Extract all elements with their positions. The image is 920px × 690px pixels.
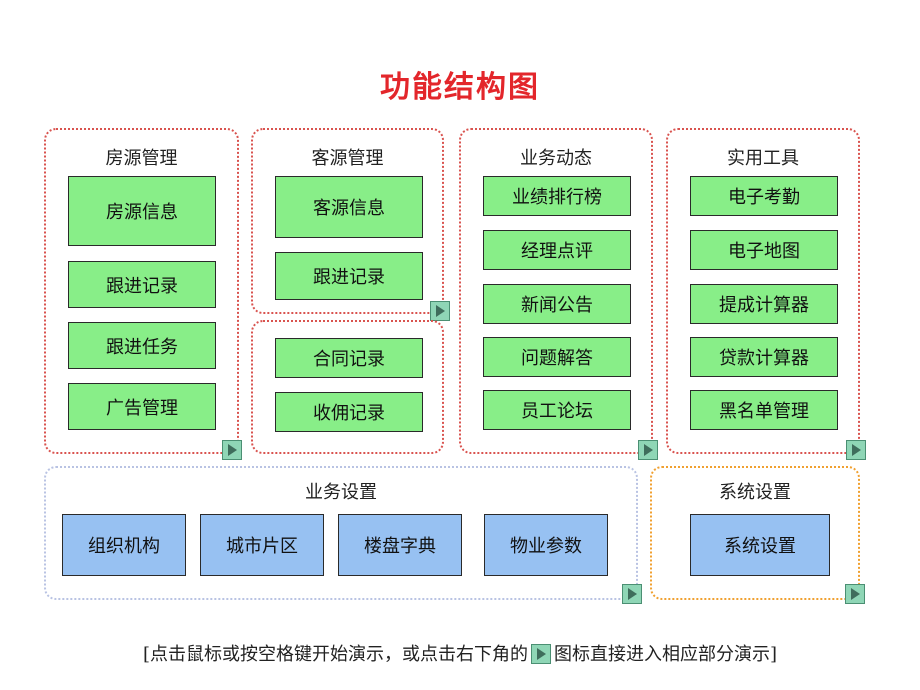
panel-fangyuan: 房源管理 房源信息 跟进记录 跟进任务 广告管理 [44, 128, 239, 454]
box-loan-calculator[interactable]: 贷款计算器 [690, 337, 838, 377]
panel-yewudongtai: 业务动态 业绩排行榜 经理点评 新闻公告 问题解答 员工论坛 [459, 128, 653, 454]
box-e-map[interactable]: 电子地图 [690, 230, 838, 270]
box-fangyuan-followup-task[interactable]: 跟进任务 [68, 322, 216, 369]
box-keyuan-followup-record[interactable]: 跟进记录 [275, 252, 423, 300]
box-blacklist[interactable]: 黑名单管理 [690, 390, 838, 430]
box-commission-record[interactable]: 收佣记录 [275, 392, 423, 432]
box-fangyuan-info[interactable]: 房源信息 [68, 176, 216, 246]
page-title: 功能结构图 [380, 70, 540, 105]
panel-xitongshezhi-title: 系统设置 [719, 482, 791, 503]
box-organization[interactable]: 组织机构 [62, 514, 186, 576]
play-arrow-icon-shiyong[interactable] [846, 440, 866, 460]
box-staff-forum[interactable]: 员工论坛 [483, 390, 631, 430]
box-city-district[interactable]: 城市片区 [200, 514, 324, 576]
box-system-settings[interactable]: 系统设置 [690, 514, 830, 576]
panel-yewudongtai-title: 业务动态 [520, 148, 592, 169]
box-manager-review[interactable]: 经理点评 [483, 230, 631, 270]
play-arrow-icon-yewudongtai[interactable] [638, 440, 658, 460]
play-arrow-icon-keyuan[interactable] [430, 301, 450, 321]
panel-shiyong: 实用工具 电子考勤 电子地图 提成计算器 贷款计算器 黑名单管理 [666, 128, 860, 454]
panel-hetong: 合同记录 收佣记录 [251, 320, 444, 454]
panel-yewushezhi-title: 业务设置 [305, 482, 377, 503]
box-commission-calculator[interactable]: 提成计算器 [690, 284, 838, 324]
instruction-text: [点击鼠标或按空格键开始演示，或点击右下角的 图标直接进入相应部分演示] [0, 640, 920, 666]
box-fangyuan-ad-management[interactable]: 广告管理 [68, 383, 216, 430]
box-keyuan-info[interactable]: 客源信息 [275, 176, 423, 238]
panel-xitongshezhi: 系统设置 系统设置 [650, 466, 860, 600]
box-building-dictionary[interactable]: 楼盘字典 [338, 514, 462, 576]
panel-yewushezhi: 业务设置 组织机构 城市片区 楼盘字典 物业参数 [44, 466, 638, 600]
instruction-part1: [点击鼠标或按空格键开始演示，或点击右下角的 [142, 644, 528, 665]
box-news[interactable]: 新闻公告 [483, 284, 631, 324]
box-attendance[interactable]: 电子考勤 [690, 176, 838, 216]
panel-keyuan-title: 客源管理 [311, 148, 384, 169]
box-performance-ranking[interactable]: 业绩排行榜 [483, 176, 631, 216]
box-contract-record[interactable]: 合同记录 [275, 338, 423, 378]
panel-shiyong-title: 实用工具 [727, 148, 799, 169]
box-faq[interactable]: 问题解答 [483, 337, 631, 377]
panel-keyuan: 客源管理 客源信息 跟进记录 [251, 128, 444, 314]
play-arrow-icon-yewushezhi[interactable] [622, 584, 642, 604]
play-arrow-icon-inline [531, 644, 551, 664]
play-arrow-icon-fangyuan[interactable] [222, 440, 242, 460]
play-arrow-icon-xitongshezhi[interactable] [845, 584, 865, 604]
panel-fangyuan-title: 房源管理 [105, 148, 178, 169]
box-fangyuan-followup-record[interactable]: 跟进记录 [68, 261, 216, 308]
box-property-params[interactable]: 物业参数 [484, 514, 608, 576]
instruction-part2: 图标直接进入相应部分演示] [554, 644, 778, 665]
